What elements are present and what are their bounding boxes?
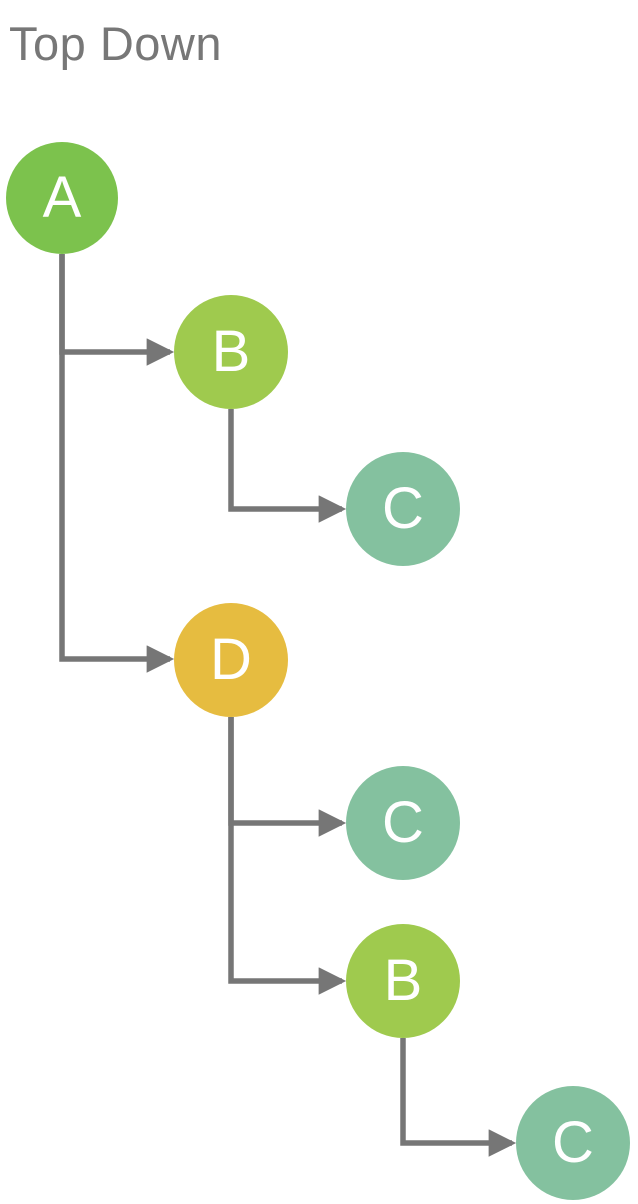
node-C3: C <box>516 1086 630 1200</box>
edge-B2-C3 <box>400 1038 517 1157</box>
node-label: C <box>382 790 424 855</box>
edge-D-C2 <box>228 717 347 837</box>
node-C1: C <box>346 452 460 566</box>
node-label: C <box>552 1110 594 1175</box>
node-C2: C <box>346 766 460 880</box>
edge-group <box>59 254 517 1157</box>
node-B1: B <box>174 295 288 409</box>
node-label: B <box>211 319 251 384</box>
edge-A-B1 <box>59 254 175 366</box>
edge-B1-C1 <box>228 409 347 523</box>
node-label: A <box>42 165 82 230</box>
edge-D-B2 <box>228 717 347 995</box>
node-A: A <box>6 142 118 254</box>
node-label: C <box>382 476 424 541</box>
diagram-title: Top Down <box>9 17 222 70</box>
edge-A-D <box>59 254 175 673</box>
node-D: D <box>174 603 288 717</box>
node-B2: B <box>346 924 460 1038</box>
node-label: B <box>383 948 423 1013</box>
node-label: D <box>210 627 252 692</box>
